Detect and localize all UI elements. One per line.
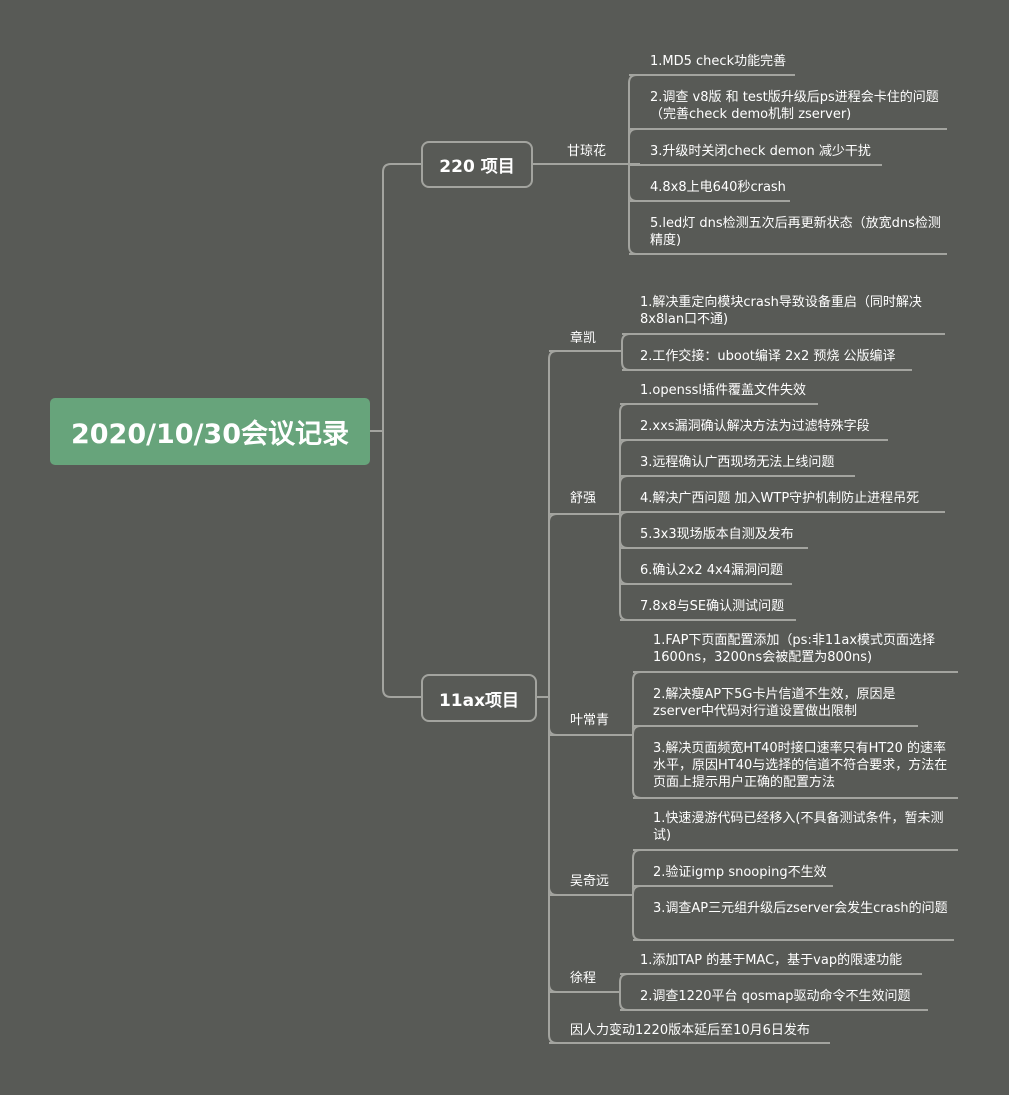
root-topic[interactable]: 2020/10/30会议记录 <box>50 398 370 465</box>
project-connector <box>548 513 560 697</box>
person-node[interactable]: 徐程 <box>570 971 597 986</box>
project-connector <box>548 697 560 993</box>
person-node[interactable]: 甘琼花 <box>567 144 607 159</box>
person-connector <box>619 992 630 1011</box>
person-connector <box>632 725 643 735</box>
task-item[interactable]: 2.验证igmp snooping不生效 <box>653 865 827 880</box>
note-item[interactable]: 因人力变动1220版本延后至10月6日发布 <box>570 1023 810 1038</box>
person-node[interactable]: 章凯 <box>570 331 597 346</box>
task-item[interactable]: 3.解决页面频宽HT40时接口速率只有HT20 的速率水平，原因HT40与选择的… <box>653 741 948 790</box>
person-connector <box>621 333 632 351</box>
task-item[interactable]: 3.调查AP三元组升级后zserver会发生crash的问题 <box>653 901 948 916</box>
person-connector <box>628 128 640 164</box>
person-connector <box>619 403 632 514</box>
person-connector <box>632 895 643 941</box>
task-item[interactable]: 1.快速漫游代码已经移入(不具备测试条件，暂未测试) <box>653 811 944 843</box>
task-item[interactable]: 3.远程确认广西现场无法上线问题 <box>640 455 835 470</box>
project-11ax-label: 11ax项目 <box>438 690 520 711</box>
person-connector <box>628 164 640 202</box>
task-item[interactable]: 6.确认2x2 4x4漏洞问题 <box>640 563 784 578</box>
project-connector <box>548 350 560 697</box>
person-connector <box>632 735 643 799</box>
person-node[interactable]: 叶常青 <box>570 713 610 728</box>
person-connector <box>628 74 640 164</box>
project-connector <box>548 697 560 736</box>
project-connector <box>548 697 560 896</box>
person-connector <box>619 973 630 992</box>
task-item[interactable]: 2.解决瘦AP下5G卡片信道不生效，原因是zserver中代码对行道设置做出限制 <box>653 687 896 719</box>
task-item[interactable]: 1.FAP下页面配置添加（ps:非11ax模式页面选择1600ns，3200ns… <box>653 633 936 665</box>
person-connector <box>619 514 632 621</box>
person-connector <box>619 511 632 521</box>
task-item[interactable]: 1.openssl插件覆盖文件失效 <box>640 383 807 398</box>
task-item[interactable]: 2.调查 v8版 和 test版升级后ps进程会卡住的问题（完善check de… <box>650 90 939 122</box>
person-connector <box>632 885 643 895</box>
task-item[interactable]: 5.led灯 dns检测五次后再更新状态（放宽dns检测精度) <box>650 216 941 248</box>
task-item[interactable]: 2.调查1220平台 qosmap驱动命令不生效问题 <box>640 989 911 1004</box>
task-item[interactable]: 4.解决广西问题 加入WTP守护机制防止进程吊死 <box>640 491 920 506</box>
person-connector <box>619 514 632 549</box>
task-item[interactable]: 2.xxs漏洞确认解决方法为过滤特殊字段 <box>640 419 870 434</box>
task-item[interactable]: 3.升级时关闭check demon 减少干扰 <box>650 144 871 159</box>
root-connector <box>382 163 421 431</box>
task-item[interactable]: 7.8x8与SE确认测试问题 <box>640 599 785 614</box>
project-220-label: 220 项目 <box>439 157 515 177</box>
person-connector <box>619 475 632 514</box>
root-connector <box>382 431 421 698</box>
project-11ax-node[interactable]: 11ax项目 <box>421 674 537 722</box>
person-node[interactable]: 舒强 <box>570 491 597 506</box>
task-item[interactable]: 4.8x8上电640秒crash <box>650 180 786 195</box>
project-220-node[interactable]: 220 项目 <box>421 141 533 188</box>
person-connector <box>621 351 632 371</box>
task-item[interactable]: 1.MD5 check功能完善 <box>650 54 787 69</box>
root-title: 2020/10/30会议记录 <box>70 419 349 450</box>
task-item[interactable]: 5.3x3现场版本自测及发布 <box>640 527 794 542</box>
task-item[interactable]: 1.添加TAP 的基于MAC，基于vap的限速功能 <box>640 953 903 968</box>
task-item[interactable]: 1.解决重定向模块crash导致设备重启（同时解决8x8lan口不通) <box>640 295 922 327</box>
person-node[interactable]: 吴奇远 <box>570 874 610 889</box>
person-connector <box>628 164 640 255</box>
task-item[interactable]: 2.工作交接：uboot编译 2x2 预烧 公版编译 <box>640 349 896 364</box>
